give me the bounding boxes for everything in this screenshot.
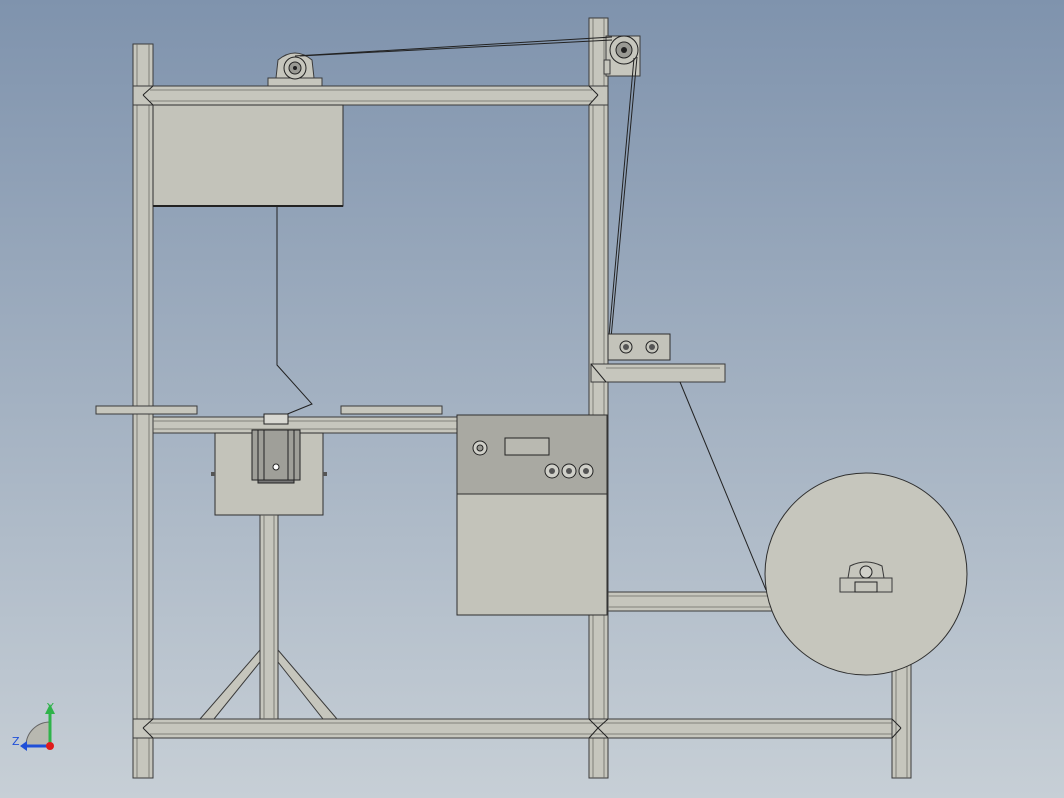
chute-line bbox=[276, 206, 313, 416]
motor-body bbox=[251, 429, 301, 481]
table-beam bbox=[152, 416, 458, 434]
guide-shelf bbox=[590, 333, 767, 591]
motor-top-cap bbox=[263, 413, 289, 425]
left-leg bbox=[198, 648, 261, 720]
z-axis-label: Z bbox=[12, 735, 20, 748]
axis-triad: Y Z bbox=[12, 701, 55, 751]
cabinet-body bbox=[456, 493, 608, 616]
top-belt-assembly bbox=[267, 35, 641, 339]
display-screen bbox=[504, 437, 550, 456]
right-leg bbox=[277, 648, 339, 720]
middle-post bbox=[588, 17, 609, 779]
hopper bbox=[152, 104, 344, 416]
top-beam bbox=[132, 85, 609, 106]
shelf-plate bbox=[590, 363, 726, 383]
table-left-plate bbox=[95, 405, 198, 415]
hopper-box bbox=[152, 104, 344, 207]
control-cabinet bbox=[456, 414, 608, 616]
stand-column bbox=[259, 514, 279, 720]
y-axis-label: Y bbox=[46, 701, 54, 714]
table-right-plate bbox=[340, 405, 443, 415]
guide-bracket bbox=[607, 333, 671, 361]
bottom-beam bbox=[132, 718, 912, 739]
work-table bbox=[95, 405, 458, 720]
material-reel bbox=[764, 472, 968, 676]
